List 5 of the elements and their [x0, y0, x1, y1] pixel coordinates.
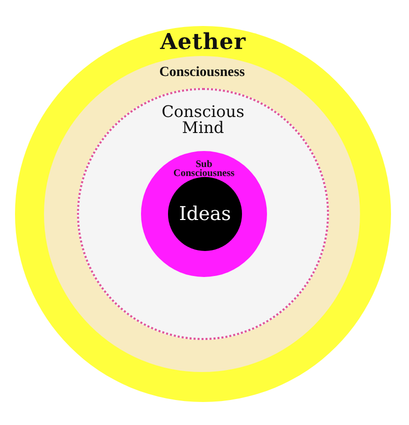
ring-label: Conscious Mind: [160, 104, 246, 136]
ring-label: Aether: [159, 30, 247, 54]
ring-label: Sub Consciousness: [172, 160, 235, 178]
ring-label: Consciousness: [158, 65, 246, 80]
ring-label: Ideas: [178, 204, 232, 224]
